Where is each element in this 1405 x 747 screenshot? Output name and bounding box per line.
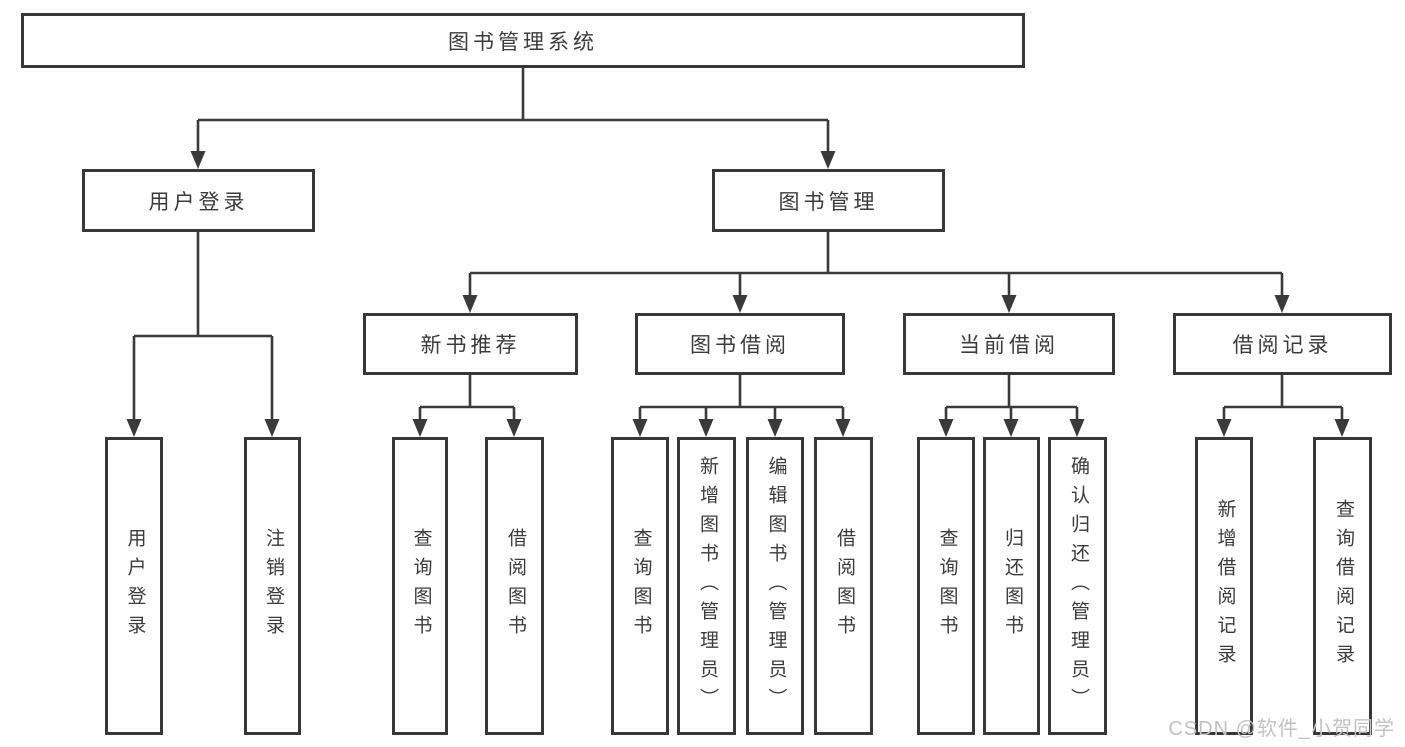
node-borrowing-records: 借阅记录 — [1173, 313, 1392, 375]
node-library-management-system: 图书管理系统 — [21, 13, 1025, 68]
node-label: 编辑图书（管理员） — [765, 455, 787, 717]
node-label: 确认归还（管理员） — [1067, 455, 1089, 717]
node-user-login-leaf: 用户登录 — [105, 437, 163, 735]
node-label: 查询借阅记录 — [1332, 499, 1354, 673]
node-label: 当前借阅 — [959, 334, 1059, 357]
node-current-borrowing: 当前借阅 — [903, 313, 1115, 375]
node-label: 查询图书 — [630, 528, 652, 644]
node-edit-books-admin: 编辑图书（管理员） — [746, 437, 804, 735]
node-new-book-recommend: 新书推荐 — [363, 313, 578, 375]
node-query-books-current: 查询图书 — [917, 437, 975, 735]
node-label: 新书推荐 — [420, 334, 521, 357]
node-label: 图书管理 — [778, 190, 879, 214]
node-book-borrowing: 图书借阅 — [635, 313, 845, 375]
node-query-books-recommend: 查询图书 — [392, 437, 448, 735]
node-label: 图书管理系统 — [448, 30, 598, 54]
node-query-books-borrowing: 查询图书 — [611, 437, 669, 735]
node-confirm-return-admin: 确认归还（管理员） — [1048, 437, 1107, 735]
node-label: 归还图书 — [1001, 528, 1023, 644]
node-borrow-books-recommend: 借阅图书 — [485, 437, 544, 735]
node-logout-leaf: 注销登录 — [244, 437, 301, 735]
node-add-books-admin: 新增图书（管理员） — [677, 437, 736, 735]
node-label: 借阅图书 — [833, 528, 855, 644]
node-label: 新增借阅记录 — [1214, 499, 1236, 673]
node-borrow-books-leaf: 借阅图书 — [814, 437, 873, 735]
node-label: 查询图书 — [936, 528, 958, 644]
node-label: 用户登录 — [124, 528, 146, 644]
node-book-management-branch: 图书管理 — [712, 169, 945, 232]
node-label: 查询图书 — [410, 528, 432, 644]
node-label: 借阅图书 — [504, 528, 526, 644]
node-return-books: 归还图书 — [983, 437, 1040, 735]
csdn-watermark: CSDN @软件_小贺同学 — [1168, 718, 1395, 740]
node-label: 新增图书（管理员） — [696, 455, 718, 717]
node-query-borrow-record: 查询借阅记录 — [1313, 437, 1372, 735]
node-label: 借阅记录 — [1232, 334, 1333, 357]
node-label: 用户登录 — [148, 190, 249, 214]
node-add-borrow-record: 新增借阅记录 — [1195, 437, 1253, 735]
node-label: 图书借阅 — [690, 334, 790, 357]
node-user-login-branch: 用户登录 — [82, 169, 315, 232]
node-label: 注销登录 — [262, 528, 284, 644]
